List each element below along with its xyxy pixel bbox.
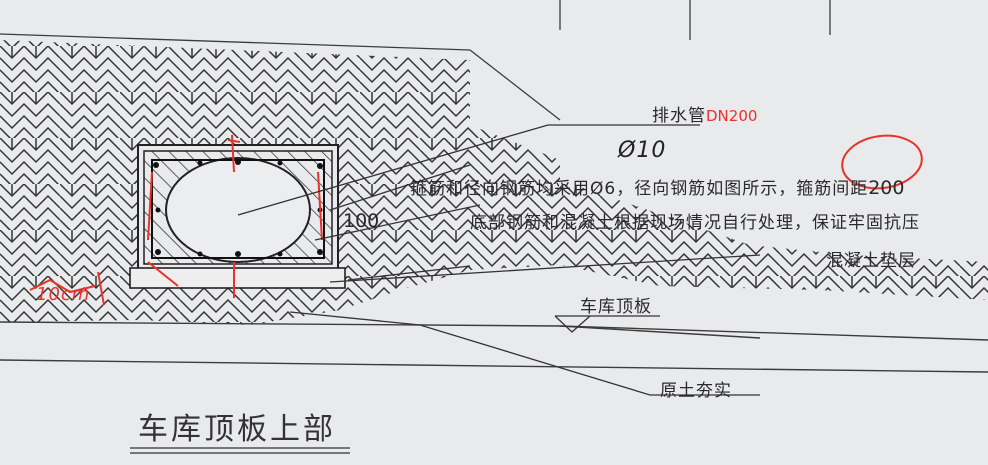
- cover-value: 100: [343, 210, 380, 232]
- title-underline: [130, 447, 350, 454]
- rebar-note-line1: 箍筋和径向钢筋均采用Ø6，径向钢筋如图所示，箍筋间距200: [410, 174, 904, 199]
- pipe-label: 排水管DN200: [652, 101, 757, 126]
- red-pen-marks: [29, 134, 923, 306]
- cushion-label: 混凝土垫层: [826, 251, 916, 271]
- phi-annotation: Ø10: [618, 138, 667, 163]
- handwritten-dimension: 10cm: [36, 284, 91, 305]
- rebar-note-line2: 底部钢筋和混凝土根据现场情况自行处理，保证牢固抗压: [470, 213, 920, 233]
- soil-boundary-lines: [0, 0, 831, 121]
- rebar-note-part-c: 箍筋间距: [796, 179, 869, 199]
- spacing-value: 200: [868, 177, 905, 199]
- concrete-encasement: [129, 144, 346, 289]
- leader-lines: [237, 124, 761, 396]
- drawing-title: 车库顶板上部: [138, 412, 336, 447]
- soil-label: 原土夯实: [660, 381, 732, 401]
- level-marker: [554, 315, 660, 333]
- rebar-note-part-b: Ø6，径向钢筋如图所示，: [590, 179, 797, 199]
- pipe-size: DN200: [706, 107, 758, 125]
- roof-slab-label: 车库顶板: [580, 297, 652, 317]
- pipe-label-text: 排水管: [652, 106, 706, 126]
- rebar-note-part-a: 箍筋和径向钢筋均采用: [410, 179, 590, 199]
- roof-slab-lines: [0, 321, 988, 373]
